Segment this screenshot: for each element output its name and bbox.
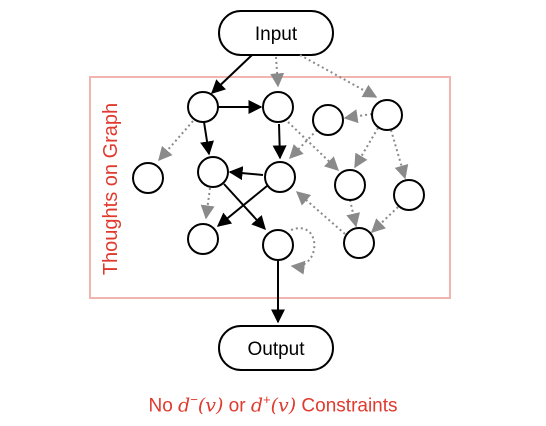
caption-mid: or	[223, 395, 251, 417]
thought-node	[262, 229, 294, 261]
thoughts-frame	[89, 76, 451, 299]
edge-n2-n8	[272, 123, 287, 160]
thought-node	[334, 169, 366, 201]
caption-symbol-out: d	[250, 394, 263, 417]
edge-n4-n8	[289, 129, 318, 160]
caption-arg-out: (v)	[270, 394, 297, 417]
edge-n10-n13	[370, 206, 399, 233]
caption-sup-plus: +	[263, 392, 271, 407]
thought-node	[371, 99, 403, 131]
caption-symbol-in: d	[178, 394, 191, 417]
caption-sup-minus: −	[190, 392, 198, 407]
edge-n13-n8	[295, 191, 346, 235]
thought-node	[197, 156, 229, 188]
solid-edges	[200, 54, 287, 324]
thought-node	[264, 161, 296, 193]
thought-node	[393, 179, 425, 211]
output-label: Output	[247, 339, 305, 360]
edge-n3-n9	[354, 127, 379, 169]
input-label: Input	[255, 24, 298, 45]
caption-arg-in: (v)	[197, 394, 224, 417]
thought-node	[312, 104, 344, 136]
edge-input-n1	[210, 54, 253, 94]
frame-label: Thoughts on Graph	[100, 103, 122, 275]
output-node: Output	[218, 325, 334, 371]
edge-n1-n6	[200, 121, 214, 156]
thought-node	[262, 91, 294, 123]
thought-node	[132, 162, 164, 194]
edge-n1-n5	[158, 120, 194, 162]
edge-n3-n4	[343, 109, 373, 124]
edge-n6-n12	[223, 183, 266, 231]
thought-nodes	[132, 91, 425, 261]
edge-n2-n9	[287, 121, 340, 171]
edge-n3-n10	[390, 129, 409, 180]
caption-post: Constraints	[296, 395, 398, 417]
thought-node	[187, 223, 219, 255]
edge-n8-n11	[216, 185, 268, 227]
thought-node	[187, 91, 219, 123]
edge-n12-self-loop	[290, 227, 316, 275]
input-node: Input	[218, 10, 334, 56]
edge-n6-n11	[200, 187, 215, 220]
constraints-caption: No d−(v) or d+(v) Constraints	[0, 392, 546, 417]
thought-node	[343, 227, 375, 259]
edge-input-n2	[270, 56, 285, 88]
dotted-edges	[158, 54, 409, 275]
edge-n8-n6	[228, 166, 264, 181]
caption-pre: No	[148, 395, 179, 417]
edge-n9-n13	[346, 199, 360, 228]
